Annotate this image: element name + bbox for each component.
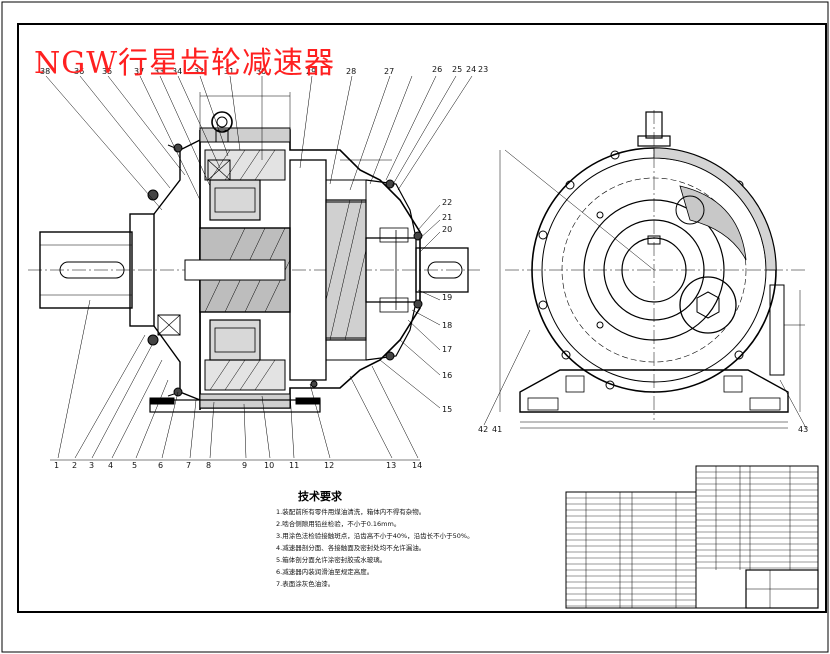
leader-lines xyxy=(45,75,473,461)
callout-number: 37 xyxy=(134,67,144,76)
callout-number: 1 xyxy=(54,461,59,470)
callout-number: 5 xyxy=(132,461,137,470)
requirement-item: 4.减速器剖分面、各接触面及密封处均不允许漏油。 xyxy=(276,544,426,552)
callout-number: 36 xyxy=(74,67,84,76)
callout-number: 30 xyxy=(256,67,266,76)
callout-number: 33 xyxy=(154,67,164,76)
callout-number: 13 xyxy=(386,461,396,470)
requirements-title: 技术要求 xyxy=(298,490,342,503)
callout-number: 9 xyxy=(242,461,247,470)
end-view xyxy=(483,110,808,429)
requirement-item: 7.表面涂灰色油漆。 xyxy=(276,580,335,588)
callout-number: 4 xyxy=(108,461,113,470)
keyway xyxy=(59,261,125,279)
inner-frame xyxy=(17,23,827,613)
output-shaft xyxy=(39,231,133,309)
planet-gear-end xyxy=(679,276,737,334)
callouts-right: 22 21 20 19 18 17 16 15 xyxy=(442,198,452,414)
callout-number: 17 xyxy=(442,345,452,354)
callout-number: 42 xyxy=(478,425,488,434)
callout-number: 38 xyxy=(40,67,50,76)
callout-number: 28 xyxy=(346,67,356,76)
callout-number: 14 xyxy=(412,461,422,470)
callout-number: 31 xyxy=(224,67,234,76)
callout-number: 2 xyxy=(72,461,77,470)
shaft-bore xyxy=(621,237,687,303)
callout-number: 16 xyxy=(442,371,452,380)
callout-number: 34 xyxy=(172,67,182,76)
callout-number: 41 xyxy=(492,425,502,434)
callout-number: 7 xyxy=(186,461,191,470)
requirement-item: 3.用涂色法检验接触斑点，沿齿高不小于40%，沿齿长不小于50%。 xyxy=(276,532,474,540)
callout-number: 25 xyxy=(452,65,462,74)
callout-number: 20 xyxy=(442,225,452,234)
requirement-item: 1.装配前所有零件用煤油清洗，箱体内不得有杂物。 xyxy=(276,508,426,516)
callout-number: 18 xyxy=(442,321,452,330)
callout-number: 6 xyxy=(158,461,163,470)
callout-number: 26 xyxy=(432,65,442,74)
callout-number: 43 xyxy=(798,425,808,434)
callout-number: 8 xyxy=(206,461,211,470)
callout-number: 23 xyxy=(478,65,488,74)
lifting-eye xyxy=(211,111,233,133)
callout-number: 22 xyxy=(442,198,452,207)
section-view xyxy=(28,92,480,413)
callout-number: 35 xyxy=(102,67,112,76)
callout-number: 29 xyxy=(306,67,316,76)
drawing-title: NGW行星齿轮减速器 xyxy=(34,46,336,81)
callout-number: 27 xyxy=(384,67,394,76)
callout-number: 12 xyxy=(324,461,334,470)
callout-number: 11 xyxy=(289,461,299,470)
callout-number: 32 xyxy=(194,67,204,76)
requirement-item: 5.箱体剖分面允许涂密封胶或水玻璃。 xyxy=(276,556,387,564)
planet-gear-upper xyxy=(209,179,261,221)
callout-number: 24 xyxy=(466,65,476,74)
callout-number: 15 xyxy=(442,405,452,414)
requirement-item: 2.啮合侧隙用铅丝检验，不小于0.16mm。 xyxy=(276,520,401,528)
callout-number: 19 xyxy=(442,293,452,302)
planet-gear-lower xyxy=(209,319,261,361)
callout-number: 3 xyxy=(89,461,94,470)
callouts-side: 42 41 43 xyxy=(478,425,808,434)
parts-list xyxy=(565,465,819,609)
callout-number: 21 xyxy=(442,213,452,222)
callout-number: 10 xyxy=(264,461,274,470)
requirement-item: 6.减速器内装润滑油至规定高度。 xyxy=(276,568,374,576)
